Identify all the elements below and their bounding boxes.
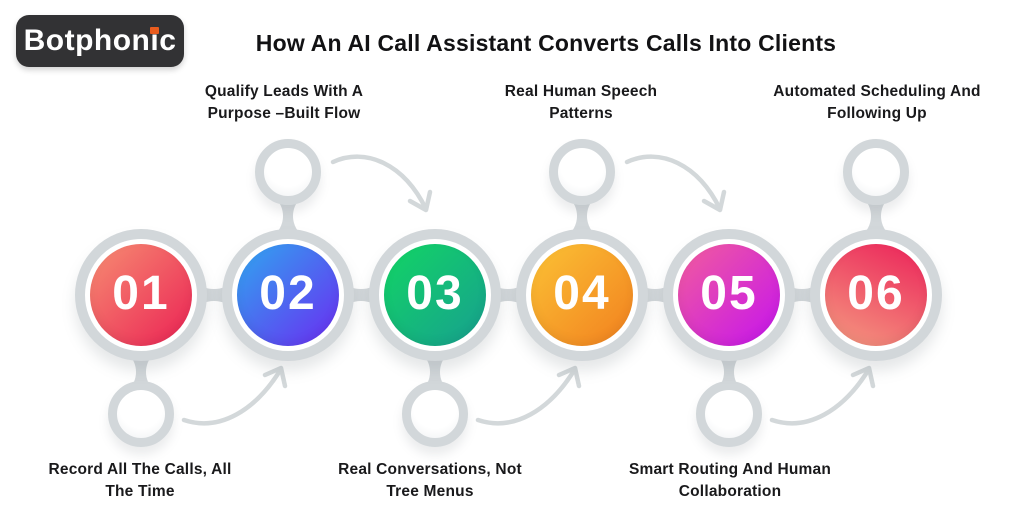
step-number-1: 01 xyxy=(112,267,170,320)
arrow-step4-to-step5 xyxy=(624,154,727,213)
satellite-circle-step3 xyxy=(402,381,468,447)
satellite-circle-step1 xyxy=(108,381,174,447)
step-circle-6: 06 xyxy=(825,244,927,346)
satellite-circle-step4 xyxy=(549,139,615,205)
arrow-step1-to-step2 xyxy=(181,365,288,426)
step-node-4: 04 xyxy=(516,229,648,361)
step-circle-1: 01 xyxy=(90,244,192,346)
step-circle-3: 03 xyxy=(384,244,486,346)
step-node-2: 02 xyxy=(222,229,354,361)
step-circle-4: 04 xyxy=(531,244,633,346)
step-node-3: 03 xyxy=(369,229,501,361)
page-title: How An AI Call Assistant Converts Calls … xyxy=(255,30,837,56)
arrow-step3-to-step4 xyxy=(475,365,582,426)
arrow-step5-to-step6 xyxy=(769,365,876,426)
step-node-1: 01 xyxy=(75,229,207,361)
step-number-4: 04 xyxy=(553,267,611,320)
satellite-circle-step2 xyxy=(255,139,321,205)
step-number-6: 06 xyxy=(847,267,905,320)
logo-orange-dot-icon xyxy=(150,27,160,34)
step-circle-2: 02 xyxy=(237,244,339,346)
step-number-2: 02 xyxy=(259,267,317,320)
step-node-5: 05 xyxy=(663,229,795,361)
step-number-5: 05 xyxy=(700,267,758,320)
step-node-6: 06 xyxy=(810,229,942,361)
step-number-3: 03 xyxy=(406,267,464,320)
step-circle-5: 05 xyxy=(678,244,780,346)
satellite-circle-step6 xyxy=(843,139,909,205)
arrow-step2-to-step3 xyxy=(330,154,433,213)
satellite-circle-step5 xyxy=(696,381,762,447)
